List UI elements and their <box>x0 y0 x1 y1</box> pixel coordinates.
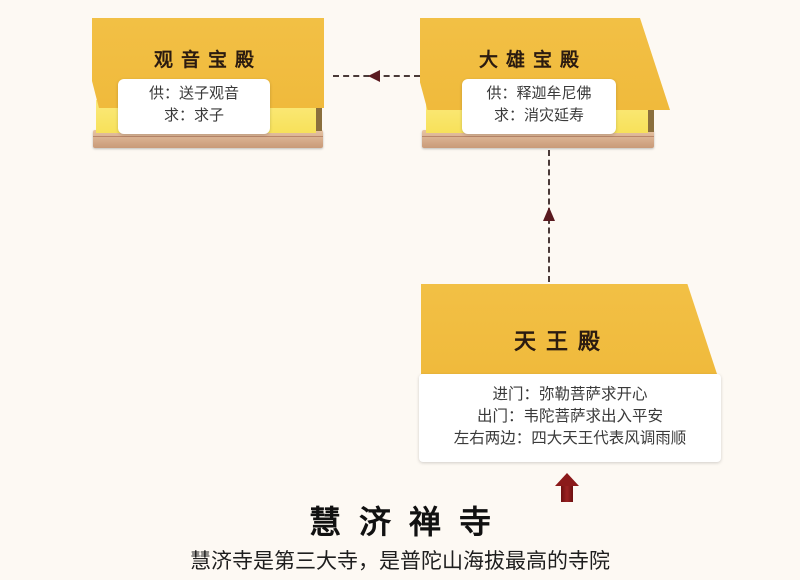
hall-tianwang-enter: 进门：弥勒菩萨求开心 <box>492 385 648 403</box>
hall-daxiong-offering: 供：释迦牟尼佛 <box>486 84 592 102</box>
hall-guanyin-card: 供：送子观音 求：求子 <box>118 79 270 134</box>
arrow-up-icon <box>543 207 555 221</box>
temple-title: 慧济禅寺 <box>308 503 509 541</box>
temple-subtitle: 慧济寺是第三大寺，是普陀山海拔最高的寺院 <box>190 549 610 573</box>
hall-tianwang-exit: 出门：韦陀菩萨求出入平安 <box>476 407 663 425</box>
hall-tianwang-title: 天王殿 <box>513 329 610 355</box>
hall-guanyin-prayer: 求：求子 <box>163 106 224 124</box>
hall-tianwang-sides: 左右两边：四大天王代表风调雨顺 <box>453 429 687 447</box>
arrow-left-icon <box>368 70 380 82</box>
hall-guanyin-base <box>93 130 323 148</box>
hall-daxiong-prayer: 求：消灾延寿 <box>493 106 584 124</box>
hall-guanyin-offering: 供：送子观音 <box>148 84 239 102</box>
hall-tianwang-card: 进门：弥勒菩萨求开心 出门：韦陀菩萨求出入平安 左右两边：四大天王代表风调雨顺 <box>419 374 721 462</box>
hall-guanyin-title: 观音宝殿 <box>153 49 262 71</box>
hall-daxiong-base <box>422 130 654 148</box>
hall-daxiong-title: 大雄宝殿 <box>478 49 587 71</box>
hall-daxiong-side <box>646 108 654 132</box>
hall-daxiong-card: 供：释迦牟尼佛 求：消灾延寿 <box>462 79 616 134</box>
entrance-arrow-icon <box>555 473 579 502</box>
hall-tianwang-roof: 天王殿 <box>421 284 717 374</box>
